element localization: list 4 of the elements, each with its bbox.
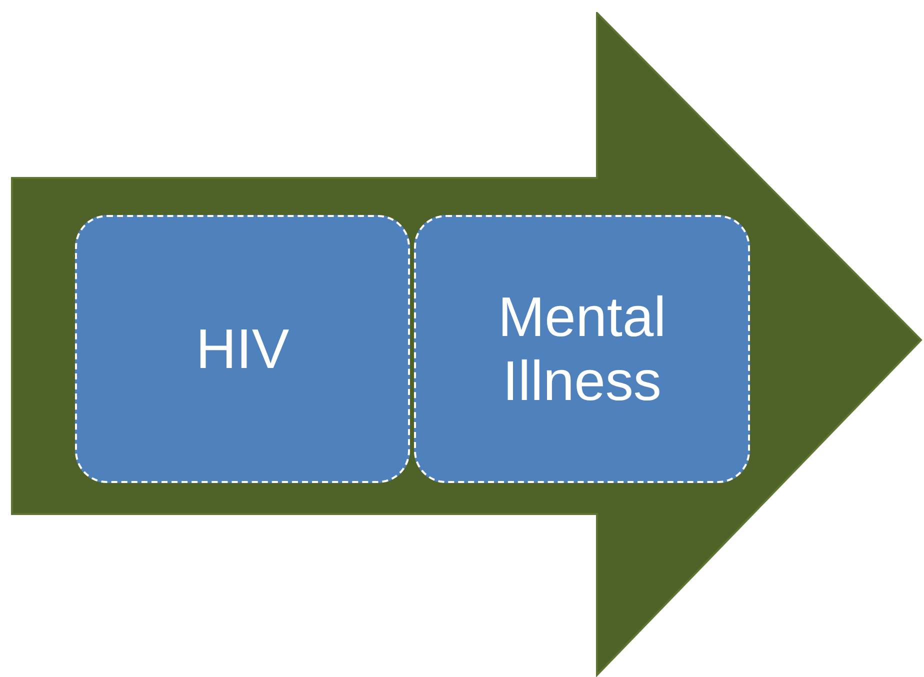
- box-label: Mental Illness: [496, 284, 668, 414]
- rounded-box: [75, 215, 410, 483]
- rounded-box: [414, 215, 750, 483]
- box-label: HIV: [196, 316, 290, 382]
